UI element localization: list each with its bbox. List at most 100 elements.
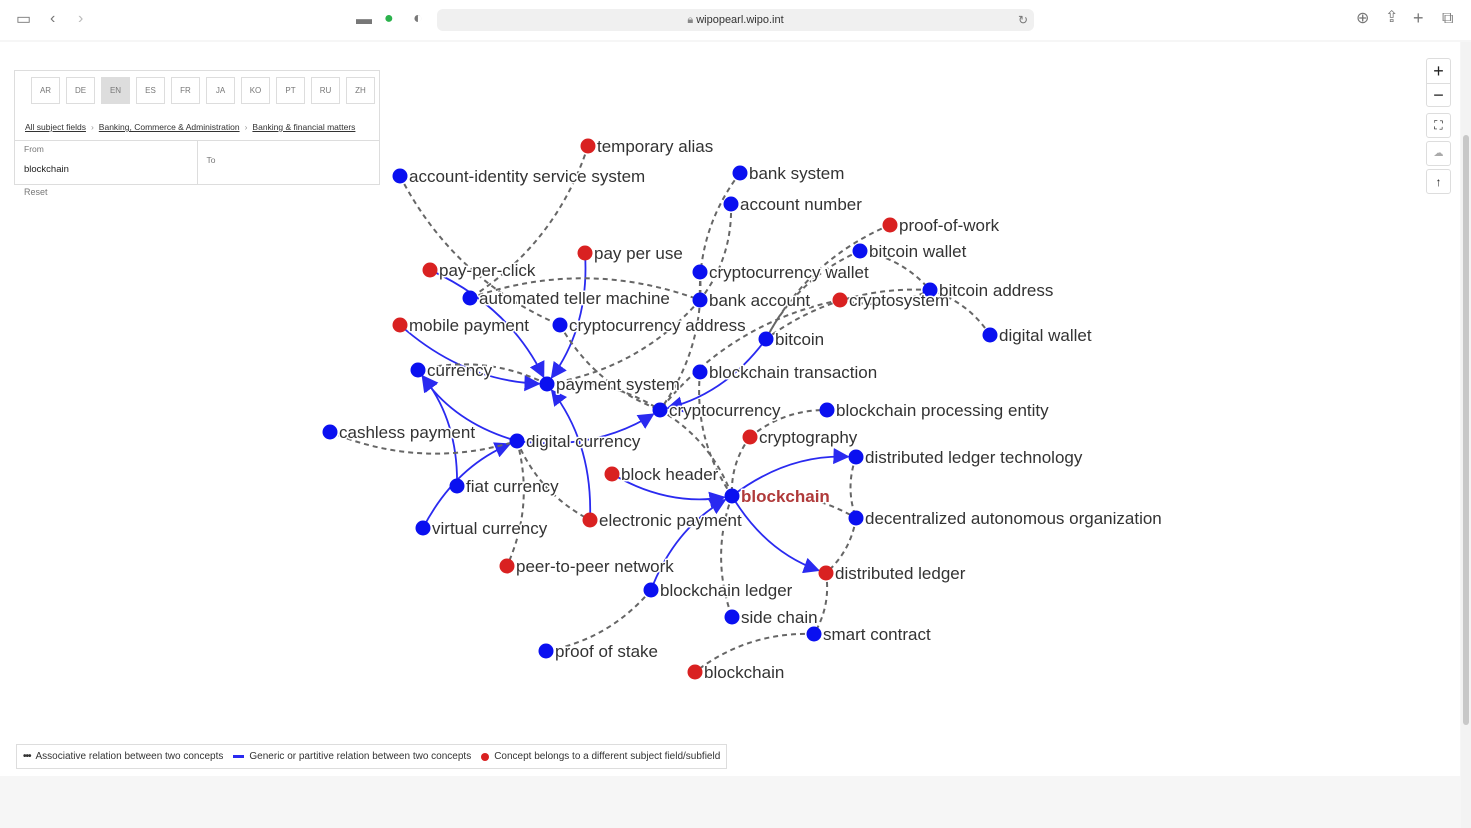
- concept-node-dot[interactable]: [742, 429, 758, 445]
- concept-node-label[interactable]: blockchain: [740, 486, 832, 508]
- concept-node-label[interactable]: cryptocurrency wallet: [708, 262, 871, 284]
- concept-node-dot[interactable]: [552, 317, 568, 333]
- scroll-top-button[interactable]: ↑: [1426, 169, 1451, 194]
- from-input[interactable]: blockchain: [24, 164, 69, 175]
- lang-ja-button[interactable]: JA: [206, 77, 235, 104]
- concept-node-label[interactable]: proof-of-work: [898, 215, 1002, 237]
- concept-node-label[interactable]: block header: [620, 464, 721, 486]
- concept-node-dot[interactable]: [692, 264, 708, 280]
- concept-node-label[interactable]: blockchain: [703, 662, 786, 684]
- concept-node-dot[interactable]: [758, 331, 774, 347]
- concept-node-label[interactable]: bank account: [708, 290, 812, 312]
- lang-de-button[interactable]: DE: [66, 77, 95, 104]
- concept-node-dot[interactable]: [652, 402, 668, 418]
- shield-icon[interactable]: ◐: [413, 10, 423, 27]
- concept-node-label[interactable]: virtual currency: [431, 518, 550, 540]
- concept-node-dot[interactable]: [422, 262, 438, 278]
- concept-node-label[interactable]: smart contract: [822, 624, 933, 646]
- grammarly-icon[interactable]: ●: [384, 10, 394, 27]
- concept-node-dot[interactable]: [723, 196, 739, 212]
- concept-node-label[interactable]: blockchain transaction: [708, 362, 879, 384]
- concept-node-dot[interactable]: [832, 292, 848, 308]
- concept-node-dot[interactable]: [806, 626, 822, 642]
- concept-node-dot[interactable]: [539, 376, 555, 392]
- reload-icon[interactable]: ↻: [1018, 13, 1029, 27]
- concept-node-dot[interactable]: [692, 364, 708, 380]
- concept-node-label[interactable]: temporary alias: [596, 136, 715, 158]
- concept-node-dot[interactable]: [692, 292, 708, 308]
- concept-node-label[interactable]: decentralized autonomous organization: [864, 508, 1164, 530]
- concept-node-dot[interactable]: [982, 327, 998, 343]
- reset-link[interactable]: Reset: [24, 187, 48, 197]
- concept-node-dot[interactable]: [724, 488, 740, 504]
- to-field[interactable]: To: [196, 141, 380, 185]
- concept-node-dot[interactable]: [687, 664, 703, 680]
- concept-node-label[interactable]: blockchain processing entity: [835, 400, 1051, 422]
- concept-node-dot[interactable]: [848, 449, 864, 465]
- concept-node-label[interactable]: side chain: [740, 607, 820, 629]
- concept-node-label[interactable]: account number: [739, 194, 864, 216]
- concept-node-dot[interactable]: [819, 402, 835, 418]
- concept-node-label[interactable]: pay per use: [593, 243, 685, 265]
- concept-node-label[interactable]: proof of stake: [554, 641, 660, 663]
- from-field[interactable]: From blockchain: [15, 141, 197, 185]
- concept-node-label[interactable]: payment system: [555, 374, 682, 396]
- concept-node-label[interactable]: bitcoin wallet: [868, 241, 969, 263]
- lang-ko-button[interactable]: KO: [241, 77, 270, 104]
- folder-icon[interactable]: ▬: [356, 11, 372, 28]
- concept-node-dot[interactable]: [922, 282, 938, 298]
- breadcrumb-all-subject-fields[interactable]: All subject fields: [25, 122, 86, 132]
- concept-node-dot[interactable]: [392, 168, 408, 184]
- lang-ar-button[interactable]: AR: [31, 77, 60, 104]
- download-icon[interactable]: ⊕: [1356, 10, 1370, 27]
- concept-node-dot[interactable]: [882, 217, 898, 233]
- sidebar-toggle-icon[interactable]: ▭: [16, 11, 32, 28]
- new-tab-icon[interactable]: +: [1413, 8, 1424, 28]
- concept-node-label[interactable]: digital currency: [525, 431, 643, 453]
- concept-node-dot[interactable]: [604, 466, 620, 482]
- concept-node-dot[interactable]: [509, 433, 525, 449]
- lang-pt-button[interactable]: PT: [276, 77, 305, 104]
- scrollbar-thumb[interactable]: [1463, 135, 1469, 725]
- concept-node-dot[interactable]: [538, 643, 554, 659]
- breadcrumb-banking-financial[interactable]: Banking & financial matters: [252, 122, 356, 132]
- concept-node-label[interactable]: electronic payment: [598, 510, 744, 532]
- concept-node-label[interactable]: pay-per-click: [438, 260, 538, 282]
- share-icon[interactable]: ⇪: [1385, 9, 1399, 26]
- concept-node-label[interactable]: currency: [426, 360, 495, 382]
- lang-es-button[interactable]: ES: [136, 77, 165, 104]
- concept-node-label[interactable]: bitcoin address: [938, 280, 1055, 302]
- lang-fr-button[interactable]: FR: [171, 77, 200, 104]
- back-icon[interactable]: ‹: [50, 10, 56, 27]
- zoom-in-button[interactable]: +: [1433, 61, 1444, 81]
- concept-node-dot[interactable]: [582, 512, 598, 528]
- forward-icon[interactable]: ›: [78, 10, 84, 27]
- concept-node-label[interactable]: bank system: [748, 163, 846, 185]
- concept-node-label[interactable]: cryptography: [758, 427, 860, 449]
- concept-node-label[interactable]: distributed ledger technology: [864, 447, 1085, 469]
- concept-node-dot[interactable]: [410, 362, 426, 378]
- concept-node-dot[interactable]: [322, 424, 338, 440]
- concept-node-dot[interactable]: [852, 243, 868, 259]
- concept-node-dot[interactable]: [643, 582, 659, 598]
- concept-node-dot[interactable]: [848, 510, 864, 526]
- concept-node-dot[interactable]: [818, 565, 834, 581]
- lang-en-button[interactable]: EN: [101, 77, 130, 104]
- concept-node-label[interactable]: account-identity service system: [408, 166, 647, 188]
- concept-node-dot[interactable]: [462, 290, 478, 306]
- concept-node-label[interactable]: bitcoin: [774, 329, 826, 351]
- tabs-overview-icon[interactable]: ⧉: [1442, 10, 1454, 27]
- lang-ru-button[interactable]: RU: [311, 77, 340, 104]
- concept-node-label[interactable]: cryptocurrency: [668, 400, 783, 422]
- concept-node-label[interactable]: blockchain ledger: [659, 580, 795, 602]
- concept-node-dot[interactable]: [580, 138, 596, 154]
- lang-zh-button[interactable]: ZH: [346, 77, 375, 104]
- concept-node-label[interactable]: fiat currency: [465, 476, 561, 498]
- concept-node-dot[interactable]: [732, 165, 748, 181]
- concept-node-label[interactable]: automated teller machine: [478, 288, 672, 310]
- cloud-button[interactable]: ☁: [1426, 141, 1451, 166]
- concept-node-label[interactable]: cashless payment: [338, 422, 477, 444]
- concept-node-label[interactable]: distributed ledger: [834, 563, 968, 585]
- concept-node-label[interactable]: peer-to-peer network: [515, 556, 676, 578]
- concept-node-label[interactable]: digital wallet: [998, 325, 1094, 347]
